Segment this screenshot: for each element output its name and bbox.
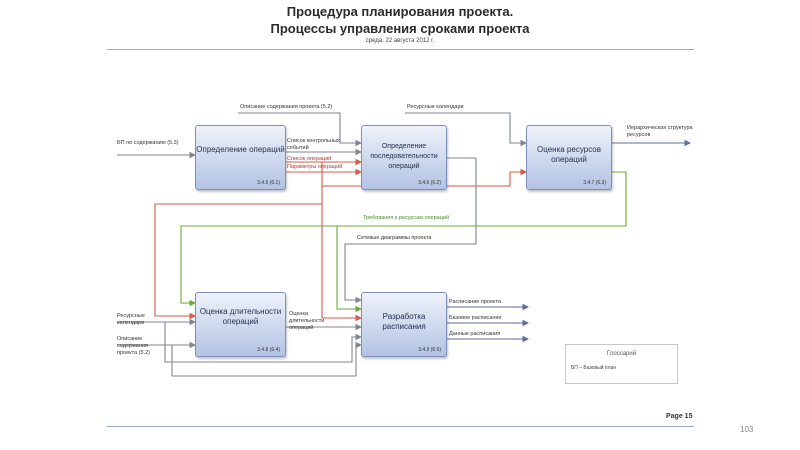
arrow-scope-description-top [238, 112, 363, 147]
arrow-scope-to-schedule [171, 341, 363, 377]
process-estimate-resources: Оценка ресурсов операций 3.4.7 (6.3) [526, 125, 612, 190]
process-develop-schedule: Разработка расписания 3.4.9 (6.5) [361, 292, 447, 357]
glossary-title: Глоссарий [606, 351, 637, 357]
slide-number: 103 [740, 425, 754, 434]
process-code: 3.4.9 (6.5) [418, 347, 441, 353]
label-activity-attributes: Параметры операций [287, 164, 343, 170]
label-scope-description-top: Описание содержания проекта (5.2) [240, 104, 333, 110]
arrow-resource-calendars-top [405, 112, 528, 147]
process-sequence-activities: Определение последовательности операций … [361, 125, 447, 190]
label-schedule: Расписание проекта [449, 299, 501, 305]
process-code: 3.4.6 (6.2) [418, 180, 441, 186]
header-divider [107, 49, 694, 50]
footer-divider [107, 426, 694, 427]
label-scope-description-left: Описание содержания проекта (5.2) [117, 336, 150, 356]
label-schedule-baseline: Базовое расписание [449, 315, 502, 321]
process-name: Оценка ресурсов операций [537, 145, 601, 164]
process-code: 3.4.8 (6.4) [257, 347, 280, 353]
arrow-resource-requirements [180, 171, 627, 307]
arrow-resource-requirements-schedule [336, 226, 363, 313]
label-resource-requirements: Требования к ресурсам операций [363, 215, 450, 221]
label-activity-list: Список операций [287, 156, 332, 162]
arrow-network-diagrams [344, 157, 477, 304]
process-code: 3.4.5 (6.1) [257, 180, 280, 186]
arrow-red-to-resources [321, 162, 528, 187]
process-name: Определение последовательности операций [370, 143, 438, 170]
label-duration-estimates: Оценка длительности операций [289, 311, 325, 331]
process-name: Разработка расписания [382, 312, 426, 331]
arrow-calendars-to-schedule [164, 322, 363, 363]
page-subtitle: Процессы управления сроками проекта [270, 21, 530, 36]
page-title: Процедура планирования проекта. [286, 4, 514, 19]
page-date: среда, 22 августа 2012 г. [365, 38, 435, 44]
glossary-box: Глоссарий БП – Базовый план [565, 344, 678, 384]
arrow-red-to-schedule [321, 204, 363, 322]
process-define-activities: Определение операций 3.4.5 (6.1) [195, 125, 286, 190]
arrow-red-to-duration [154, 186, 323, 320]
label-resource-calendars-left: Ресурсные календари [117, 313, 145, 326]
label-network-diagrams: Сетевые диаграммы проекта [357, 235, 432, 241]
process-name: Оценка длительности операций [199, 307, 282, 326]
process-name: Определение операций [196, 145, 285, 154]
process-estimate-durations: Оценка длительности операций 3.4.8 (6.4) [195, 292, 286, 357]
glossary-item: БП – Базовый план [571, 365, 617, 371]
label-rbs: Иерархическая структура ресурсов [627, 125, 693, 138]
page-number: Page 15 [666, 413, 693, 420]
label-resource-calendars-top: Ресурсные календари [407, 104, 464, 110]
process-code: 3.4.7 (6.3) [583, 180, 606, 186]
label-schedule-data: Данные расписания [449, 331, 501, 337]
label-milestones: Список контрольных событий [287, 138, 340, 151]
label-scope-baseline: БП по содержанию (5.3) [117, 140, 179, 146]
